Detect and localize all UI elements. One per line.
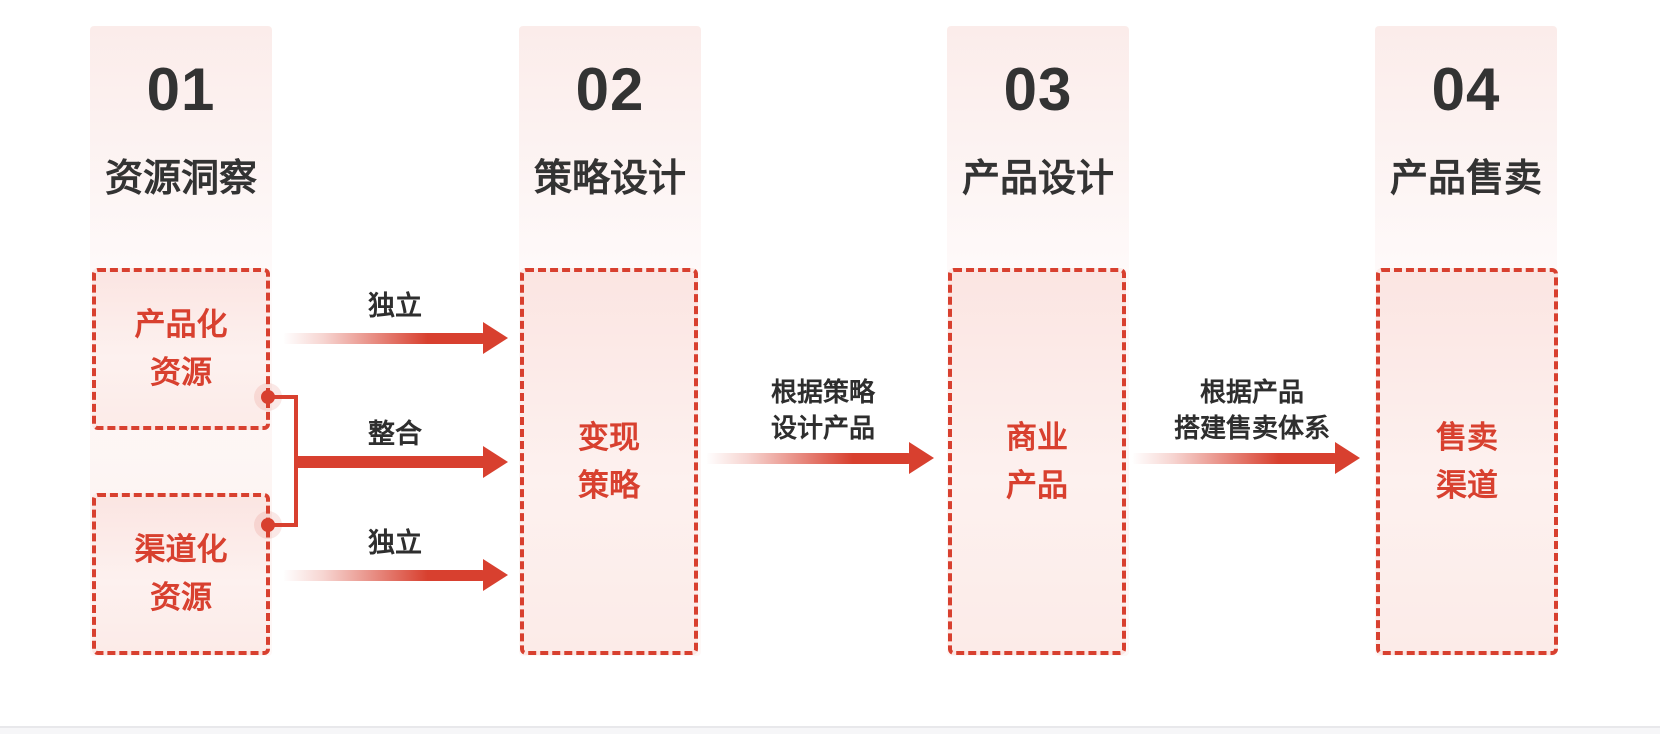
arrow-shaft-independent-top [283, 333, 484, 344]
bottom-divider [0, 726, 1660, 728]
bottom-strip [0, 728, 1660, 734]
node-label-line: 资源 [150, 580, 212, 615]
stage-number-3: 03 [1003, 56, 1073, 123]
connector-stub-bottom [267, 523, 297, 527]
node-monetization-strategy: 变现 策略 [520, 268, 698, 655]
arrow-label-integrate: 整合 [368, 419, 422, 449]
stage-number-4: 04 [1431, 56, 1501, 123]
stage-title-2: 策略设计 [533, 158, 686, 200]
arrow-label-line: 根据产品 [1199, 377, 1304, 407]
node-selling-channels: 售卖 渠道 [1376, 268, 1558, 655]
arrow-shaft-independent-bottom [283, 570, 484, 581]
stage-number-2: 02 [575, 56, 645, 123]
node-label-line: 商业 [1006, 419, 1068, 455]
stage-title-1: 资源洞察 [104, 158, 257, 200]
node-label-line: 售卖 [1436, 419, 1498, 455]
arrow-label-line: 搭建售卖体系 [1173, 413, 1330, 443]
arrow-head-icon [1335, 442, 1360, 474]
arrow-head-icon [909, 442, 934, 474]
arrow-label-stage2: 根据策略 设计产品 [723, 374, 923, 446]
node-commercial-product: 商业 产品 [948, 268, 1126, 655]
node-label-line: 变现 [578, 419, 640, 455]
node-label-line: 策略 [578, 467, 640, 503]
arrow-label-stage3: 根据产品 搭建售卖体系 [1127, 374, 1377, 446]
arrow-label-independent-bottom: 独立 [368, 528, 422, 558]
node-label-line: 渠道 [1436, 467, 1498, 503]
arrow-label-line: 设计产品 [770, 413, 875, 443]
arrow-shaft-stage3 [1132, 453, 1336, 464]
stage-title-3: 产品设计 [961, 158, 1114, 200]
node-label-line: 产品 [1006, 467, 1068, 503]
arrow-head-icon [483, 322, 508, 354]
node-label-line: 资源 [150, 355, 212, 390]
node-productized-resources: 产品化 资源 [92, 268, 270, 430]
stage-number-1: 01 [146, 56, 216, 123]
arrow-shaft-integrate [296, 456, 484, 468]
node-channelized-resources: 渠道化 资源 [92, 493, 270, 655]
node-label-line: 产品化 [134, 307, 228, 342]
arrow-head-icon [483, 559, 508, 591]
arrow-head-icon [483, 446, 508, 478]
stage-title-4: 产品售卖 [1389, 158, 1542, 200]
arrow-label-line: 根据策略 [770, 377, 875, 407]
arrow-label-independent-top: 独立 [368, 291, 422, 321]
node-label-line: 渠道化 [134, 532, 228, 567]
arrow-shaft-stage2 [706, 453, 910, 464]
connector-stub-top [267, 395, 297, 399]
